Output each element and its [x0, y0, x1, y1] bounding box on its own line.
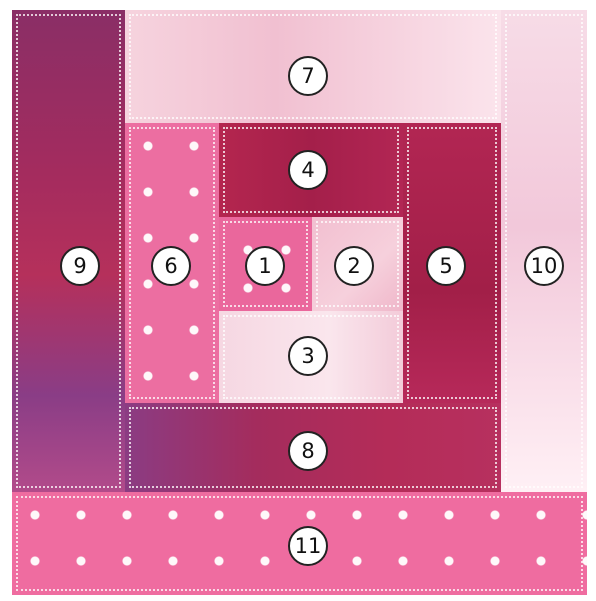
- patch-number-11: 11: [288, 526, 328, 566]
- patch-number-10: 10: [524, 246, 564, 286]
- patch-number-4: 4: [288, 150, 328, 190]
- patch-number-9: 9: [60, 246, 100, 286]
- patch-number-6: 6: [151, 246, 191, 286]
- patch-number-5: 5: [426, 246, 466, 286]
- patch-number-8: 8: [288, 431, 328, 471]
- patch-number-1: 1: [245, 246, 285, 286]
- quilt-block: 7 4 9 6 1 2 5 10 3 8 11: [12, 10, 587, 595]
- patch-number-2: 2: [334, 246, 374, 286]
- patch-number-3: 3: [288, 336, 328, 376]
- patch-number-7: 7: [288, 56, 328, 96]
